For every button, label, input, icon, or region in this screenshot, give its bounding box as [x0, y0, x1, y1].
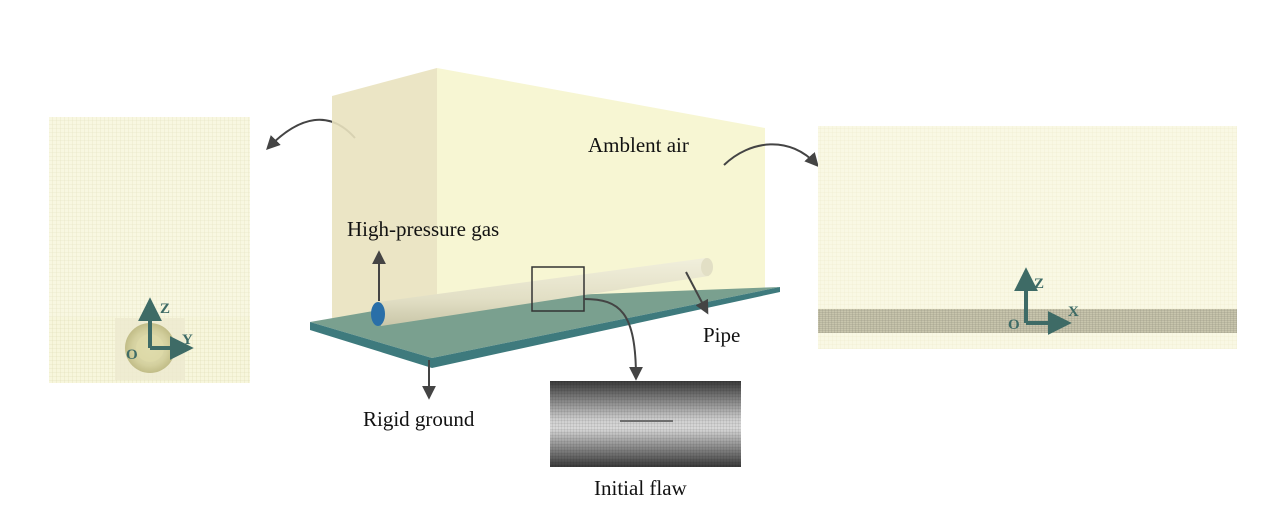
pipe-near-end [371, 302, 385, 326]
arrow-pipe [685, 271, 709, 315]
label-ambient-air: Amblent air [588, 133, 689, 157]
left-origin-label: O [126, 347, 138, 363]
right-mesh-view: Z X O [818, 126, 1237, 349]
right-z-label: Z [1034, 276, 1044, 292]
flaw-selection-box [531, 266, 585, 312]
pipe-far-end [701, 258, 713, 276]
initial-flaw-view: Initial flaw [550, 381, 741, 500]
left-mesh-view: Z Y O [49, 117, 250, 383]
label-high-pressure-gas: High-pressure gas [347, 217, 499, 241]
label-pipe: Pipe [703, 323, 740, 347]
left-z-label: Z [160, 301, 170, 317]
left-y-label: Y [182, 332, 193, 348]
right-origin-label: O [1008, 317, 1020, 333]
domain-3d-view [310, 68, 780, 368]
air-front-face [437, 68, 765, 318]
curved-arrow-right [723, 143, 819, 168]
air-side-face [332, 68, 437, 318]
right-x-label: X [1068, 304, 1079, 320]
ground-edge-right [432, 287, 780, 368]
pipe-body [378, 258, 709, 326]
label-rigid-ground: Rigid ground [363, 407, 475, 431]
arrow-initial-flaw [583, 298, 643, 381]
ground-edge-left [310, 322, 432, 368]
label-initial-flaw: Initial flaw [594, 476, 688, 500]
